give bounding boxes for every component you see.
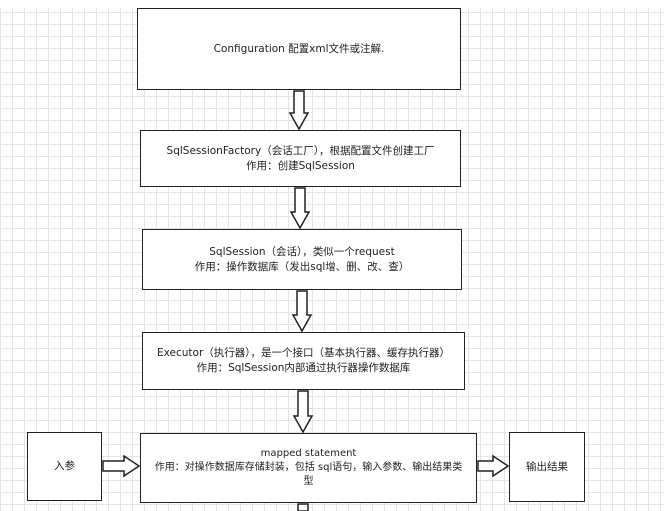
sqlsessionfactory-box: SqlSessionFactory（会话工厂），根据配置文件创建工厂 作用：创建… <box>140 130 461 187</box>
mapped-statement-title: mapped statement <box>260 448 357 459</box>
configuration-text: Configuration 配置xml文件或注解. <box>213 42 385 55</box>
executor-title: Executor（执行器），是一个接口（基本执行器、缓存执行器） <box>156 347 451 359</box>
output-result-label: 输出结果 <box>526 460 568 473</box>
mapped-statement-purpose-cont: 型 <box>303 476 314 487</box>
input-params-box: 入参 <box>27 432 102 501</box>
arrow-executor-to-mapped <box>292 390 314 434</box>
arrow-input-to-mapped <box>102 454 141 478</box>
input-params-label: 入参 <box>54 460 75 472</box>
arrow-mapped-to-output <box>477 454 510 478</box>
sqlsession-purpose: 作用：操作数据库（发出sql增、删、改、查） <box>194 260 410 273</box>
configuration-box: Configuration 配置xml文件或注解. <box>137 8 461 90</box>
mapped-statement-purpose: 作用：对操作数据库存储封装，包括 sql语句，输入参数、输出结果类 <box>154 462 463 473</box>
top-margin <box>0 0 664 8</box>
arrow-factory-to-session <box>289 187 311 230</box>
arrow-config-to-factory <box>288 90 310 131</box>
sqlsessionfactory-title: SqlSessionFactory（会话工厂），根据配置文件创建工厂 <box>166 144 435 157</box>
sqlsession-title: SqlSession（会话），类似一个request <box>209 245 395 258</box>
sqlsessionfactory-purpose: 作用：创建SqlSession <box>246 159 355 172</box>
mapped-statement-box: mapped statement 作用：对操作数据库存储封装，包括 sql语句，… <box>140 433 477 503</box>
output-result-box: 输出结果 <box>509 432 585 502</box>
arrow-session-to-executor <box>291 290 313 333</box>
arrow-mapped-continues <box>297 503 309 511</box>
sqlsession-box: SqlSession（会话），类似一个request 作用：操作数据库（发出sq… <box>142 229 462 290</box>
executor-purpose: 作用：SqlSession内部通过执行器操作数据库 <box>196 362 411 374</box>
executor-box: Executor（执行器），是一个接口（基本执行器、缓存执行器） 作用：SqlS… <box>142 332 465 390</box>
